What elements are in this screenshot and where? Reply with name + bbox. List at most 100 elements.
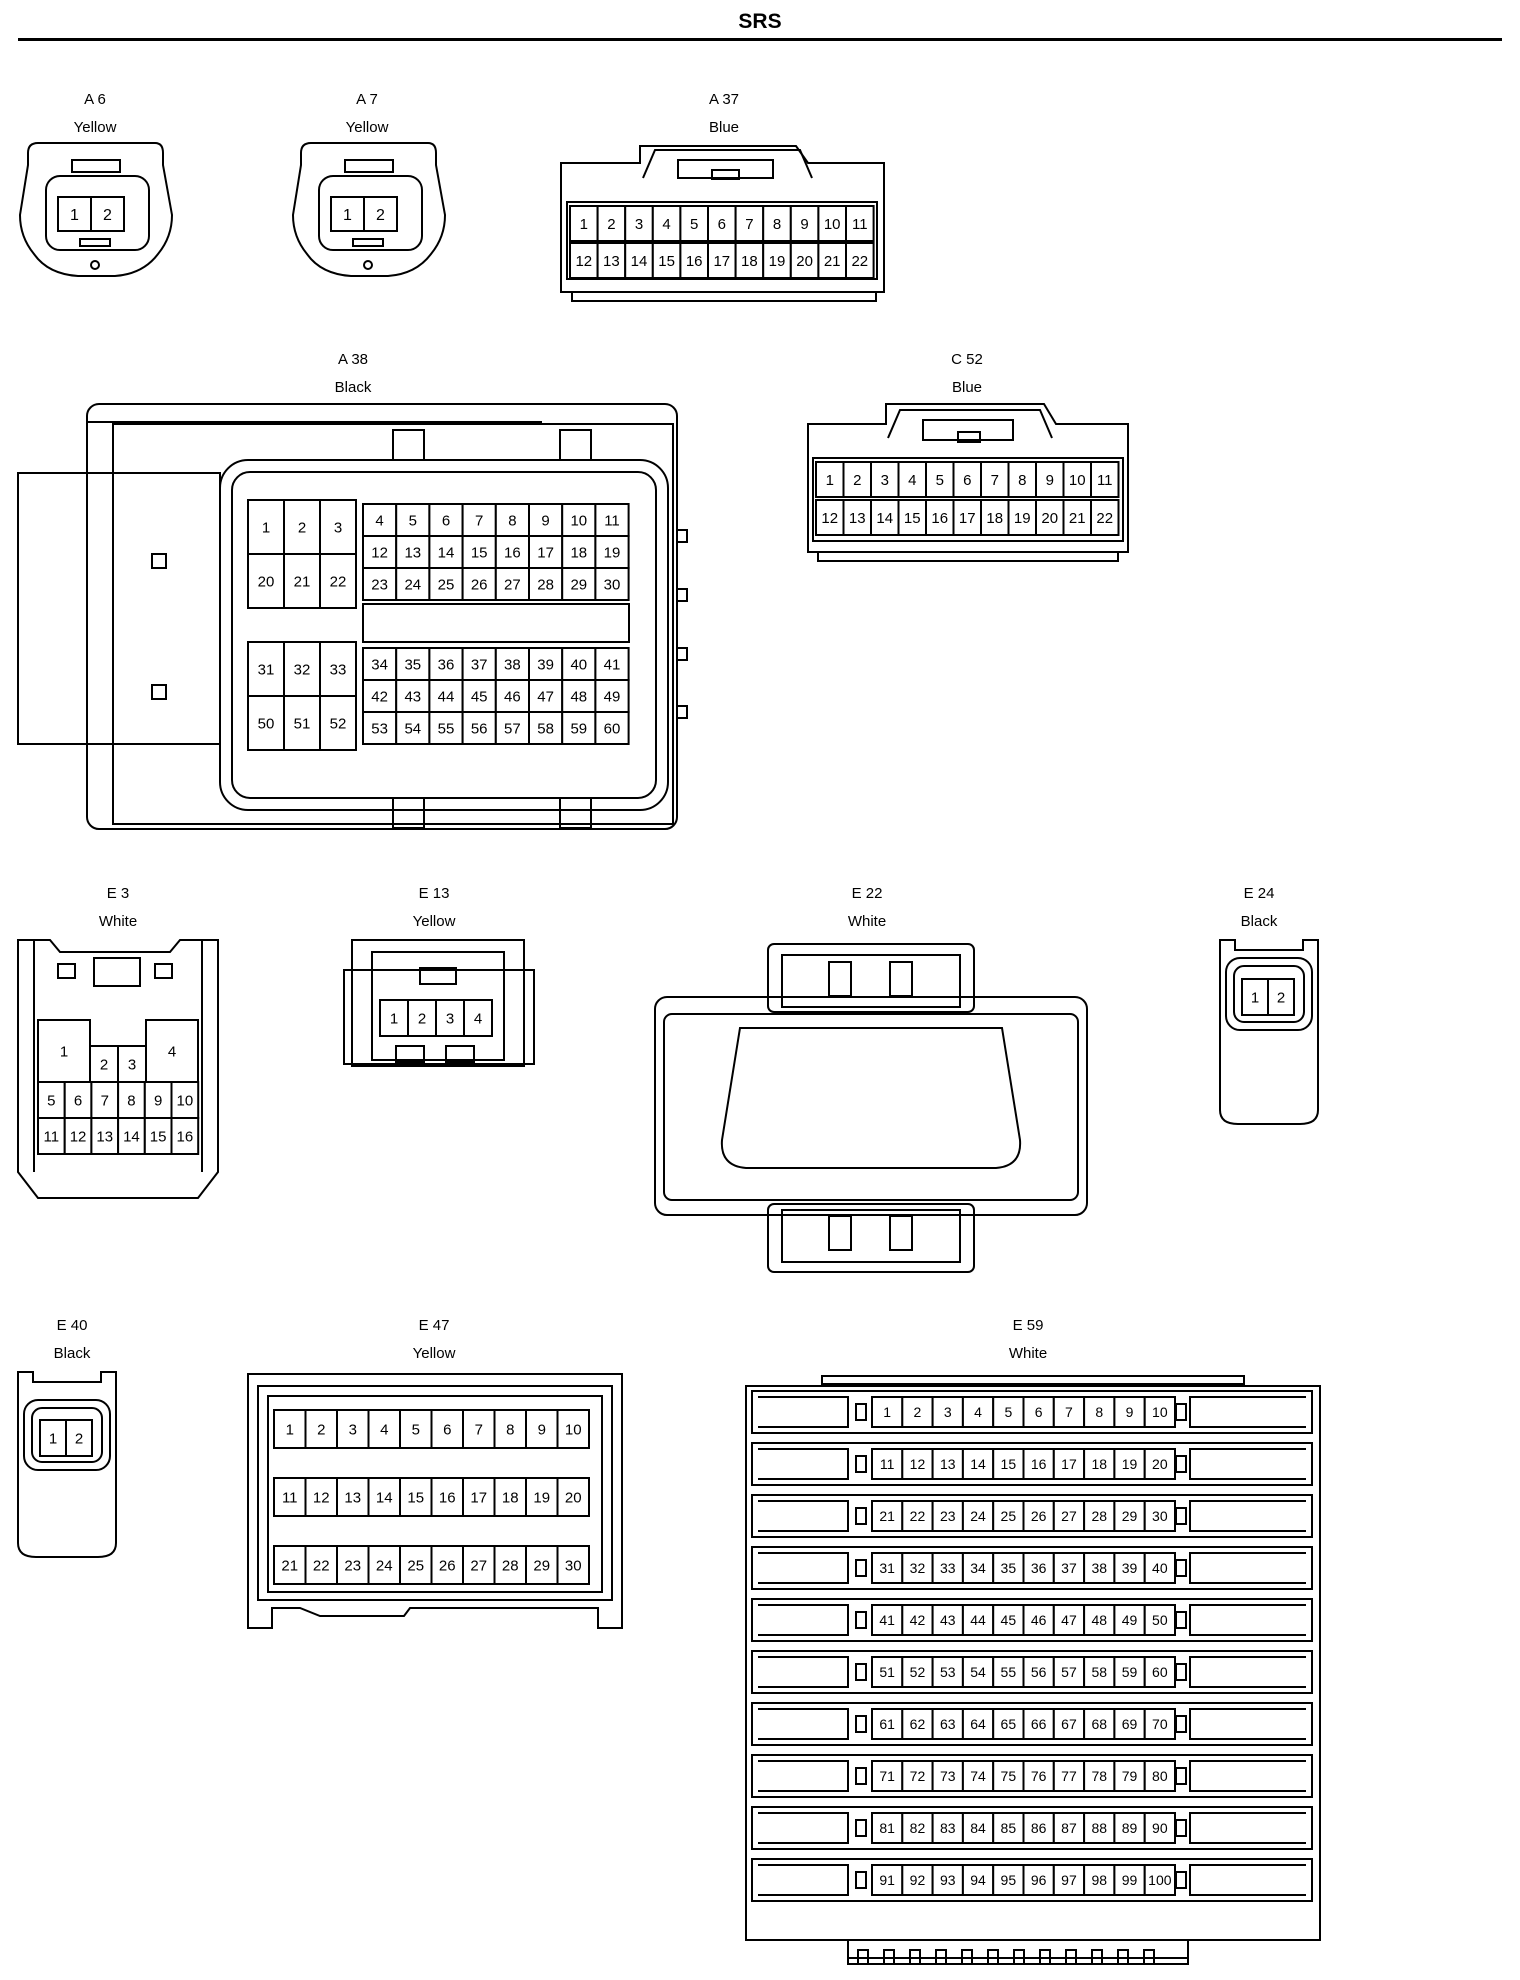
terminal-number: 91: [879, 1872, 895, 1888]
e59-tooth: [883, 1949, 895, 1965]
terminal-cell: 10: [556, 1409, 590, 1449]
terminal-cell: 10: [1143, 1396, 1176, 1428]
e59-tooth: [1039, 1949, 1051, 1965]
terminal-number: 77: [1061, 1768, 1077, 1784]
terminal-cell: 1: [569, 205, 599, 242]
terminal-number: 29: [533, 1557, 550, 1574]
e59-tooth: [1117, 1949, 1129, 1965]
terminal-number: 94: [970, 1872, 986, 1888]
e59-row-frame: [751, 1390, 1313, 1434]
terminal-number: 11: [282, 1489, 298, 1506]
terminal-number: 52: [330, 715, 347, 732]
terminal-number: 15: [150, 1128, 167, 1145]
terminal-number: 42: [910, 1612, 926, 1628]
terminal-number: 44: [438, 688, 455, 705]
terminal-number: 60: [1152, 1664, 1168, 1680]
terminal-cell: 14: [624, 242, 654, 279]
terminal-cell: 15: [897, 499, 927, 536]
title-rule: [18, 38, 1502, 41]
terminal-cell: 4: [897, 461, 927, 498]
terminal-number: 31: [258, 661, 275, 678]
terminal-number: 39: [1122, 1560, 1138, 1576]
terminal-cell: 67: [1052, 1708, 1086, 1740]
terminal-cell: 59: [1113, 1656, 1146, 1688]
terminal-number: 95: [1001, 1872, 1017, 1888]
terminal-number: 2: [103, 207, 112, 224]
terminal-cell: 13: [395, 535, 431, 569]
terminal-number: 1: [49, 1430, 57, 1447]
connector-color: Yellow: [73, 119, 117, 136]
terminal-number: 80: [1152, 1768, 1168, 1784]
terminal-number: 17: [713, 253, 730, 270]
terminal-number: 7: [745, 216, 753, 233]
connector-a37-caption: A 37 Blue: [574, 86, 874, 142]
terminal-cell: 1: [273, 1409, 307, 1449]
terminal-number: 30: [604, 576, 621, 593]
terminal-number: 92: [910, 1872, 926, 1888]
connector-id: E 40: [56, 1317, 88, 1334]
terminal-number: 2: [75, 1430, 83, 1447]
terminal-cell: 2: [304, 1409, 338, 1449]
terminal-number: 18: [1091, 1456, 1107, 1472]
terminal-number: 18: [502, 1489, 519, 1506]
terminal-cell: 71: [871, 1760, 904, 1792]
terminal-cell: 8: [1007, 461, 1037, 498]
connector-c52-housing: [807, 403, 1129, 562]
terminal-cell: 100: [1143, 1864, 1176, 1896]
terminal-number: 16: [686, 253, 703, 270]
terminal-number: 4: [908, 472, 916, 489]
terminal-number: 68: [1091, 1716, 1107, 1732]
terminal-number: 3: [334, 519, 342, 536]
terminal-number: 18: [986, 510, 1003, 527]
terminal-number: 45: [1001, 1612, 1017, 1628]
terminal-cell: 16: [170, 1117, 200, 1155]
terminal-cell: 13: [931, 1448, 964, 1480]
terminal-cell: 16: [679, 242, 710, 279]
terminal-number: 12: [70, 1128, 87, 1145]
terminal-number: 1: [286, 1421, 294, 1438]
terminal-cell: 11: [845, 205, 875, 242]
terminal-cell: 66: [1022, 1708, 1055, 1740]
e59-tooth: [909, 1949, 921, 1965]
terminal-cell: 36: [428, 647, 464, 681]
terminal-number: 9: [538, 1421, 546, 1438]
terminal-cell: 11: [871, 1448, 904, 1480]
terminal-number: 1: [262, 519, 270, 536]
terminal-number: 8: [1095, 1404, 1103, 1420]
terminal-cell: 5: [395, 503, 431, 537]
terminal-number: 61: [879, 1716, 895, 1732]
terminal-number: 75: [1001, 1768, 1017, 1784]
terminal-number: 38: [504, 656, 521, 673]
connector-color: Black: [334, 379, 372, 396]
connector-id: A 37: [708, 91, 740, 108]
terminal-cell: 23: [336, 1545, 370, 1585]
terminal-number: 10: [824, 216, 841, 233]
terminal-number: 48: [570, 688, 587, 705]
terminal-number: 51: [294, 715, 311, 732]
terminal-number: 13: [404, 544, 421, 561]
terminal-cell: 20: [1143, 1448, 1176, 1480]
terminal-cell: 4: [961, 1396, 995, 1428]
terminal-number: 81: [879, 1820, 895, 1836]
terminal-cell: 19: [1113, 1448, 1146, 1480]
connector-id: E 24: [1243, 885, 1275, 902]
terminal-cell: 88: [1083, 1812, 1116, 1844]
terminal-cell: 48: [561, 679, 597, 713]
terminal-number: 20: [565, 1489, 582, 1506]
connector-color: Yellow: [412, 913, 456, 930]
terminal-number: 15: [658, 253, 675, 270]
terminal-cell: 82: [901, 1812, 934, 1844]
terminal-number: 15: [407, 1489, 424, 1506]
terminal-number: 8: [1018, 472, 1026, 489]
connector-color: Blue: [708, 119, 740, 136]
connector-color: White: [98, 913, 138, 930]
terminal-number: 4: [474, 1010, 482, 1027]
terminal-cell: 2: [596, 205, 627, 242]
terminal-cell: 99: [1113, 1864, 1146, 1896]
terminal-cell: 16: [494, 535, 530, 569]
e59-tooth: [987, 1949, 999, 1965]
terminal-number: 6: [74, 1092, 82, 1109]
terminal-number: 9: [154, 1092, 162, 1109]
terminal-number: 74: [970, 1768, 986, 1784]
terminal-cell: 19: [525, 1477, 559, 1517]
